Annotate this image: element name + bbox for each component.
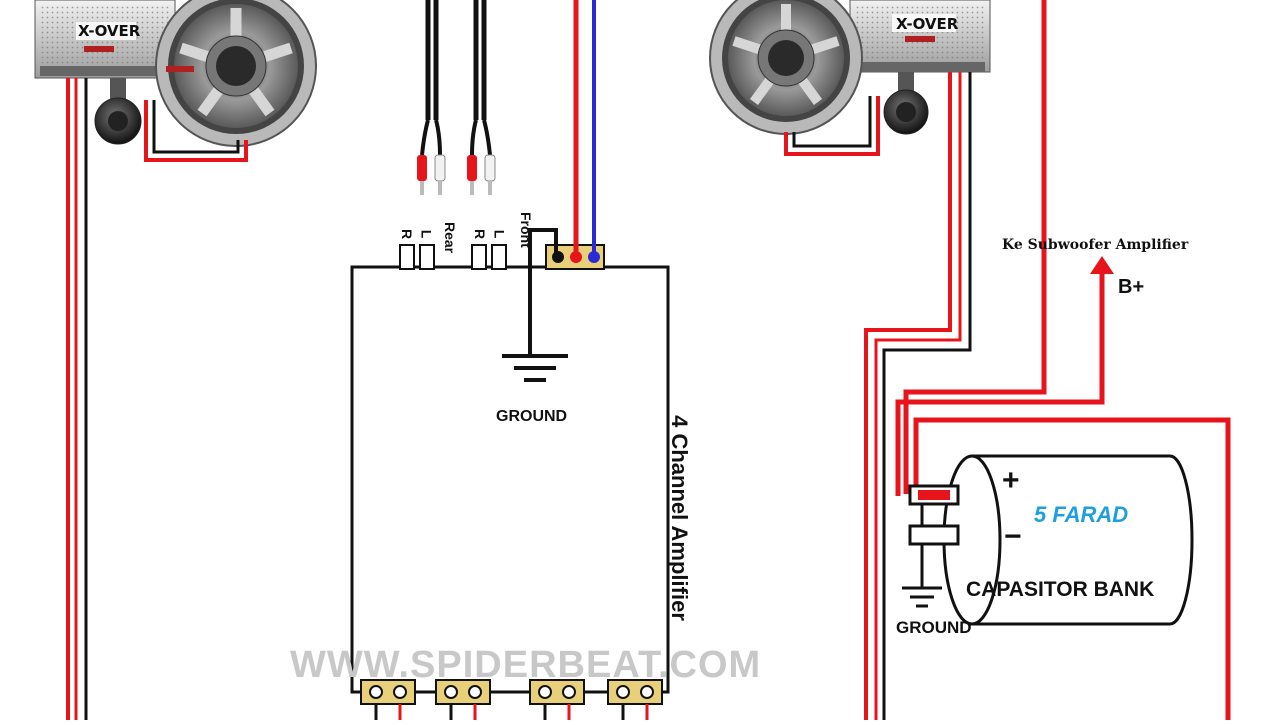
left-tweeter-link-red: [144, 100, 248, 162]
capacitor-value: 5 FARAD: [1034, 502, 1129, 527]
left-crossover-label: X-OVER: [78, 22, 141, 40]
bplus-label: B+: [1118, 276, 1145, 298]
capacitor-terminals: [908, 484, 960, 546]
right-tweeter-link-black: [792, 96, 872, 148]
amp-ground-symbol: [502, 354, 568, 382]
right-tweeter-link-red: [784, 96, 880, 156]
amplifier-title: 4 Channel Amplifier: [666, 415, 692, 621]
left-tweeter: [94, 78, 142, 145]
right-crossover-box: [849, 0, 991, 73]
subwoofer-bplus-wire: [895, 270, 1105, 496]
capacitor-title: CAPASITOR BANK: [966, 578, 1155, 601]
capacitor-plus-sign: +: [1002, 464, 1020, 497]
left-tweeter-link-black: [152, 100, 240, 154]
rca-rear-label: Rear: [442, 222, 458, 254]
right-tweeter: [883, 72, 929, 135]
amp-ground-label: GROUND: [496, 408, 568, 425]
subwoofer-amplifier-label: Ke Subwoofer Amplifier: [1002, 237, 1189, 253]
amp-speaker-terminals: [360, 679, 663, 705]
rca-cables: [417, 0, 496, 195]
four-channel-amplifier-box: [350, 265, 670, 694]
battery-feed-wire: [903, 0, 1047, 494]
right-speaker-wire-black: [882, 72, 972, 720]
right-speaker-wire-red-1: [864, 72, 952, 720]
capacitor-output-wire: [913, 417, 1231, 720]
rca-front-r-label: R: [472, 228, 489, 240]
bplus-arrow: [1090, 256, 1114, 274]
right-midrange-speaker: [709, 0, 863, 135]
right-speaker-wire-red-2: [874, 72, 962, 720]
rca-front-label: Front: [518, 212, 534, 248]
amp-ground-wire: [528, 228, 558, 355]
left-midrange-speaker: [155, 0, 317, 147]
rca-rear-l-label: L: [418, 229, 435, 239]
rca-input-jacks: [399, 244, 507, 270]
rca-rear-r-label: R: [399, 228, 416, 240]
amp-output-wires: [374, 704, 649, 720]
capacitor-minus-sign: −: [1004, 520, 1022, 553]
right-crossover-label: X-OVER: [896, 15, 959, 33]
rca-front-l-label: L: [491, 229, 508, 239]
capacitor-ground-symbol: [902, 586, 942, 608]
watermark: WWW.SPIDERBEAT.COM: [290, 644, 762, 686]
left-crossover-box: [34, 0, 176, 79]
capacitor-ground-label: GROUND: [896, 618, 972, 637]
